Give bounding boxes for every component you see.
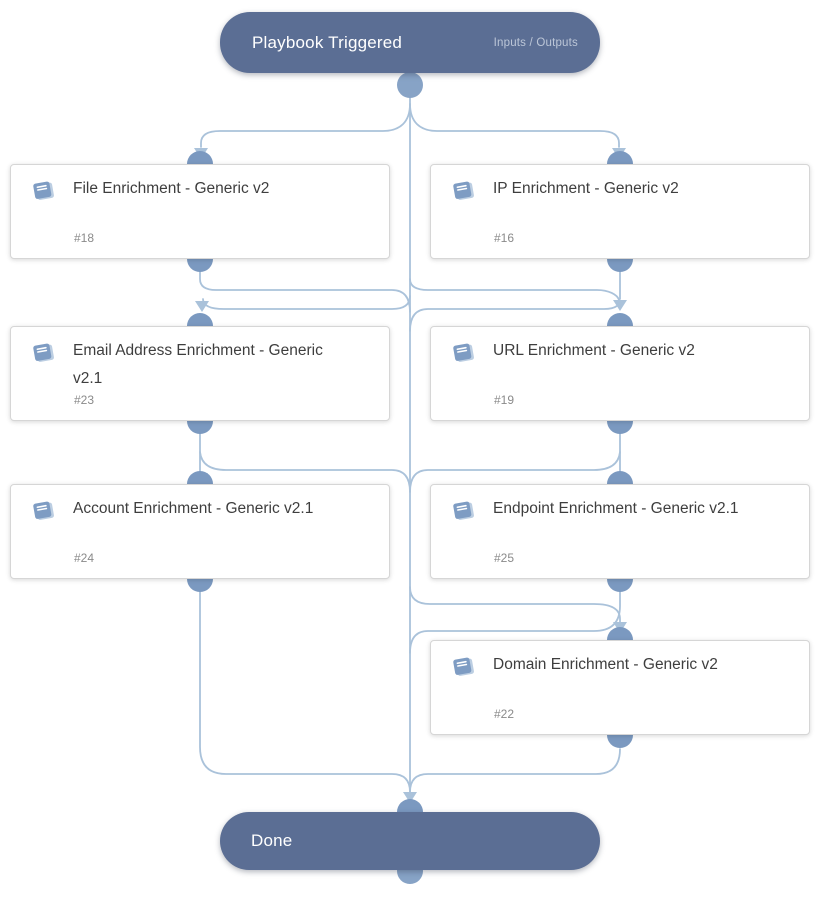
task-card-ip-enrichment[interactable]: IP Enrichment - Generic v2 #16 [430,164,810,259]
connector-line [202,295,411,310]
task-card-domain-enrichment[interactable]: Domain Enrichment - Generic v2 #22 [430,640,810,735]
done-node[interactable]: Done [220,812,600,870]
playbook-book-icon [450,654,477,681]
playbook-book-icon [450,498,477,525]
connector-line [409,451,621,493]
task-title: Email Address Enrichment - Generic v2.1 [73,342,323,387]
connector-line [409,591,621,654]
playbook-book-icon [450,340,477,367]
task-card-account-enrichment[interactable]: Account Enrichment - Generic v2.1 #24 [10,484,390,579]
task-title: IP Enrichment - Generic v2 [493,180,679,197]
task-id: #25 [494,551,515,565]
trigger-node-label: Playbook Triggered [252,32,403,52]
connector-lines [199,97,621,793]
connector-line [199,451,411,493]
connector-line [199,271,411,313]
connector-line [409,103,620,148]
playbook-book-icon [30,178,57,205]
task-card-url-enrichment[interactable]: URL Enrichment - Generic v2 #19 [430,326,810,421]
connector-line [200,103,411,148]
task-id: #22 [494,707,515,721]
arrow-down-icon [403,792,417,803]
task-id: #19 [494,393,515,407]
task-id: #23 [74,393,95,407]
arrow-down-icon [195,301,209,312]
done-node-label: Done [251,831,293,850]
task-id: #16 [494,231,515,245]
connector-line [409,748,621,793]
trigger-output-connector[interactable] [397,72,423,98]
task-card-email-address-enrichment[interactable]: Email Address Enrichment - Generic v2.1 … [10,326,390,421]
playbook-book-icon [450,178,477,205]
connector-line [409,278,621,332]
playbook-book-icon [30,498,57,525]
task-title: File Enrichment - Generic v2 [73,180,270,197]
playbook-book-icon [30,340,57,367]
inputs-outputs-link[interactable]: Inputs / Outputs [493,36,578,49]
task-title: Endpoint Enrichment - Generic v2.1 [493,500,739,517]
task-title: URL Enrichment - Generic v2 [493,342,695,359]
task-id: #24 [74,551,95,565]
playbook-trigger-node[interactable]: Playbook Triggered Inputs / Outputs [220,12,600,73]
task-id: #18 [74,231,95,245]
connector-line [199,591,411,793]
connector-line [409,586,621,624]
task-card-endpoint-enrichment[interactable]: Endpoint Enrichment - Generic v2.1 #25 [430,484,810,579]
arrow-down-icon [613,300,627,311]
task-title: Domain Enrichment - Generic v2 [493,656,718,673]
task-card-file-enrichment[interactable]: File Enrichment - Generic v2 #18 [10,164,390,259]
task-title: Account Enrichment - Generic v2.1 [73,500,314,517]
